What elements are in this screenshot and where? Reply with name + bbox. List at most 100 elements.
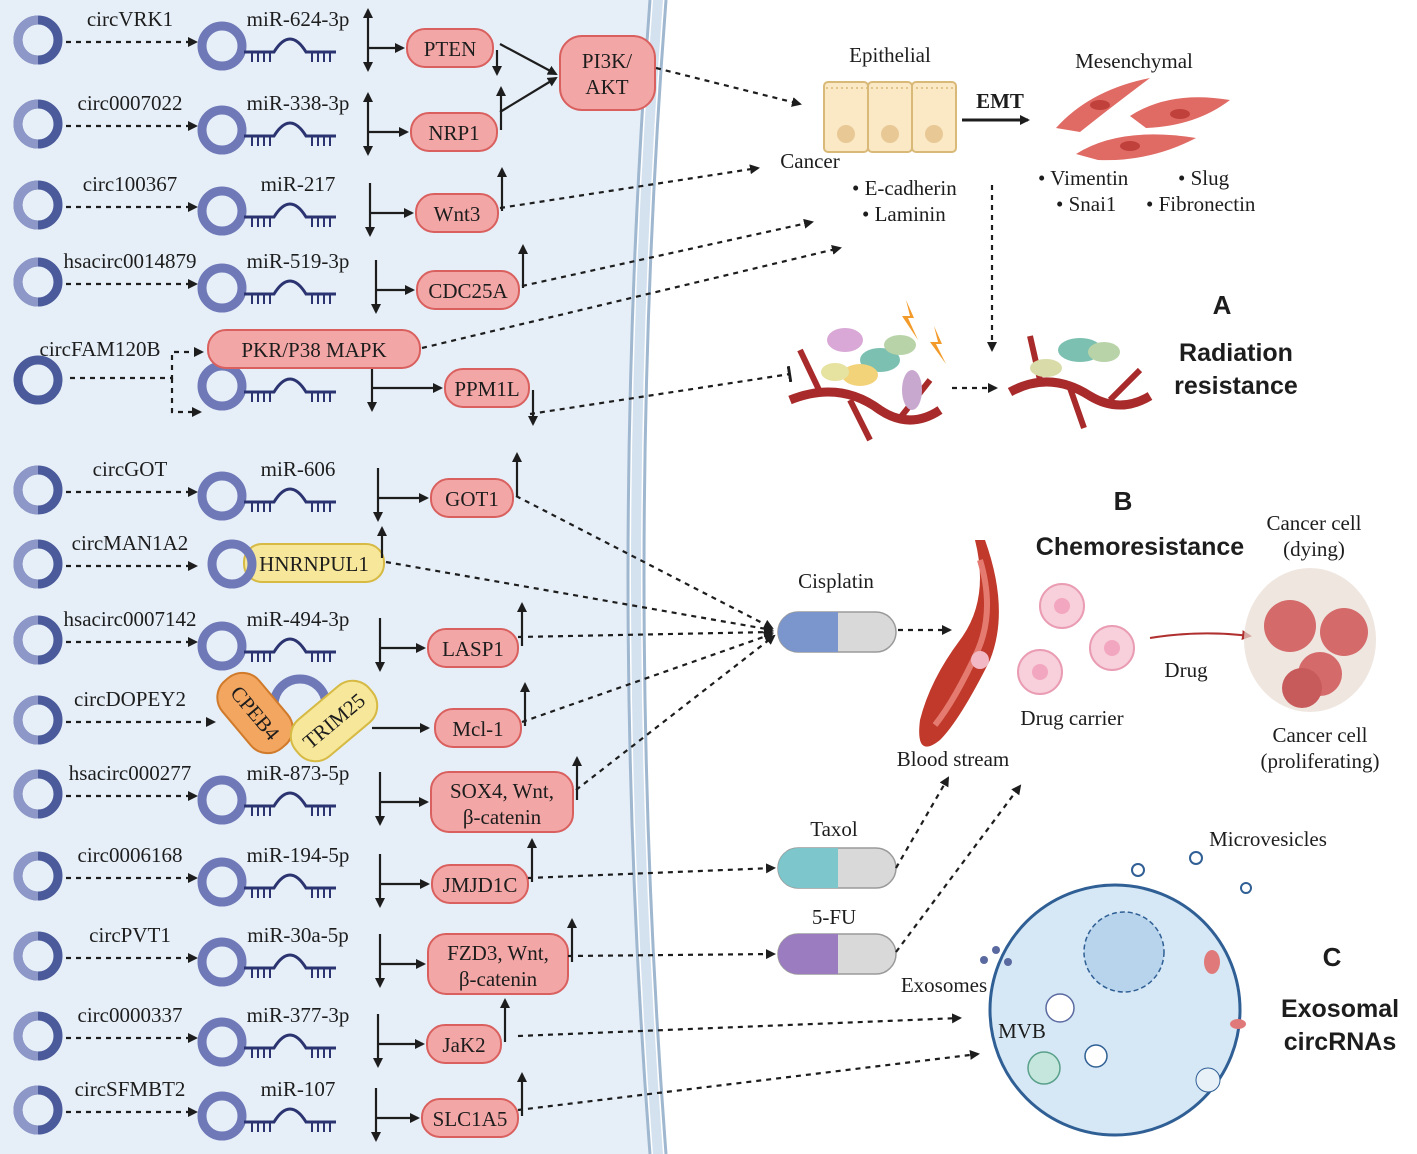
cisplatin-label: Cisplatin	[798, 569, 874, 593]
mirna-label: miR-194-5p	[247, 843, 350, 867]
panel-a-title-line2: resistance	[1174, 372, 1298, 400]
cell-membrane-outer	[642, 0, 668, 1154]
circrna-label: circSFMBT2	[75, 1077, 186, 1101]
ecadherin-label: • E-cadherin	[852, 176, 957, 200]
effector-label-line1: SOX4, Wnt,	[450, 779, 554, 803]
mirna-binding-icon	[197, 105, 247, 155]
taxol-capsule	[777, 847, 897, 889]
cancer-label: Cancer	[780, 149, 839, 173]
fu-label: 5-FU	[812, 905, 856, 929]
microvesicles-label: Microvesicles	[1209, 827, 1327, 851]
tumor-after-icon	[1007, 335, 1153, 429]
mirna-label: miR-107	[261, 1077, 336, 1101]
mirna-binding-icon	[197, 186, 247, 236]
mirna-binding-icon	[197, 263, 247, 313]
mirna-label: miR-624-3p	[247, 7, 350, 31]
drug-label: Drug	[1164, 658, 1208, 682]
panel-c-title-line1: Exosomal	[1281, 995, 1399, 1023]
effector-label: CDC25A	[428, 279, 508, 303]
fu-capsule	[777, 933, 897, 975]
effector-node: FZD3, Wnt,β-catenin	[427, 933, 569, 995]
circrna-label: circ100367	[83, 172, 177, 196]
effector-label: GOT1	[445, 487, 499, 511]
hnrnpul1-label: HNRNPUL1	[259, 552, 369, 576]
panel-b-letter: B	[1114, 486, 1133, 516]
epithelial-label: Epithelial	[849, 43, 931, 67]
circrna-label: hsacirc0007142	[64, 607, 197, 631]
circrna-label: circ0007022	[78, 91, 183, 115]
laminin-label: • Laminin	[862, 202, 946, 226]
pi3k-label: PI3K/	[582, 49, 632, 73]
effector-label: Mcl-1	[452, 717, 503, 741]
mirna-binding-icon	[197, 1091, 247, 1141]
mirna-label: miR-606	[261, 457, 336, 481]
cisplatin-capsule	[777, 611, 897, 653]
fibronectin-label: • Fibronectin	[1146, 192, 1256, 216]
effector-node: SOX4, Wnt,β-catenin	[430, 771, 574, 833]
tumor-before-icon	[788, 300, 946, 442]
circrna-label: circPVT1	[89, 923, 171, 947]
connector-arrows	[385, 66, 980, 1112]
mvb-label: MVB	[998, 1019, 1046, 1043]
circrna-label: circDOPEY2	[74, 687, 186, 711]
effector-node: Wnt3	[415, 193, 499, 233]
mirna-label: miR-873-5p	[247, 761, 350, 785]
drug-carrier-label: Drug carrier	[1020, 706, 1123, 730]
epithelial-cells	[823, 81, 957, 153]
panel-a-title-line1: Radiation	[1179, 339, 1293, 367]
effector-node: LASP1	[427, 628, 519, 668]
circrna-label: circMAN1A2	[72, 531, 189, 555]
panel-c-title-line2: circRNAs	[1284, 1028, 1397, 1056]
proliferating-label-line2: (proliferating)	[1261, 749, 1380, 773]
mirna-label: miR-30a-5p	[247, 923, 348, 947]
effector-node: JMJD1C	[431, 864, 529, 904]
akt-label: AKT	[585, 75, 628, 99]
taxol-label: Taxol	[810, 817, 858, 841]
effector-node: NRP1	[410, 112, 498, 152]
effector-label-line2: β-catenin	[459, 967, 538, 991]
mirna-binding-icon	[197, 621, 247, 671]
mirna-label: miR-494-3p	[247, 607, 350, 631]
cancer-cells-icon	[1244, 568, 1376, 712]
effector-label-line2: β-catenin	[463, 805, 542, 829]
mirna-label: miR-377-3p	[247, 1003, 350, 1027]
radiation-panel: A Radiation resistance	[788, 185, 1298, 442]
pkr-label: PKR/P38 MAPK	[241, 338, 386, 362]
mirna-label: miR-338-3p	[247, 91, 350, 115]
emt-panel: Epithelial EMT Mesenchymal Cancer • E-ca…	[780, 43, 1256, 226]
exosomes-label: Exosomes	[901, 973, 987, 997]
effector-label: Wnt3	[434, 202, 481, 226]
blood-vessel-icon	[919, 540, 999, 747]
mirna-label: miR-519-3p	[247, 249, 350, 273]
effector-label: NRP1	[428, 121, 479, 145]
effector-label: JaK2	[442, 1033, 485, 1057]
effector-label: PTEN	[424, 37, 477, 61]
mirna-label: miR-217	[261, 172, 336, 196]
dying-label-line2: (dying)	[1283, 537, 1345, 561]
circrna-label: circ0006168	[78, 843, 183, 867]
effector-node: PTEN	[406, 28, 494, 68]
mirna-binding-icon	[197, 857, 247, 907]
pkr-p38-node: PKR/P38 MAPK	[207, 329, 421, 369]
effector-node: Mcl-1	[434, 708, 522, 748]
mirna-binding-icon	[197, 21, 247, 71]
effector-label-line1: FZD3, Wnt,	[447, 941, 549, 965]
panel-a-letter: A	[1213, 290, 1232, 320]
dying-label-line1: Cancer cell	[1266, 511, 1361, 535]
effector-label: LASP1	[442, 637, 504, 661]
pi3k-akt-node: PI3K/ AKT	[559, 35, 656, 111]
cell-membrane-inner	[626, 0, 652, 1154]
